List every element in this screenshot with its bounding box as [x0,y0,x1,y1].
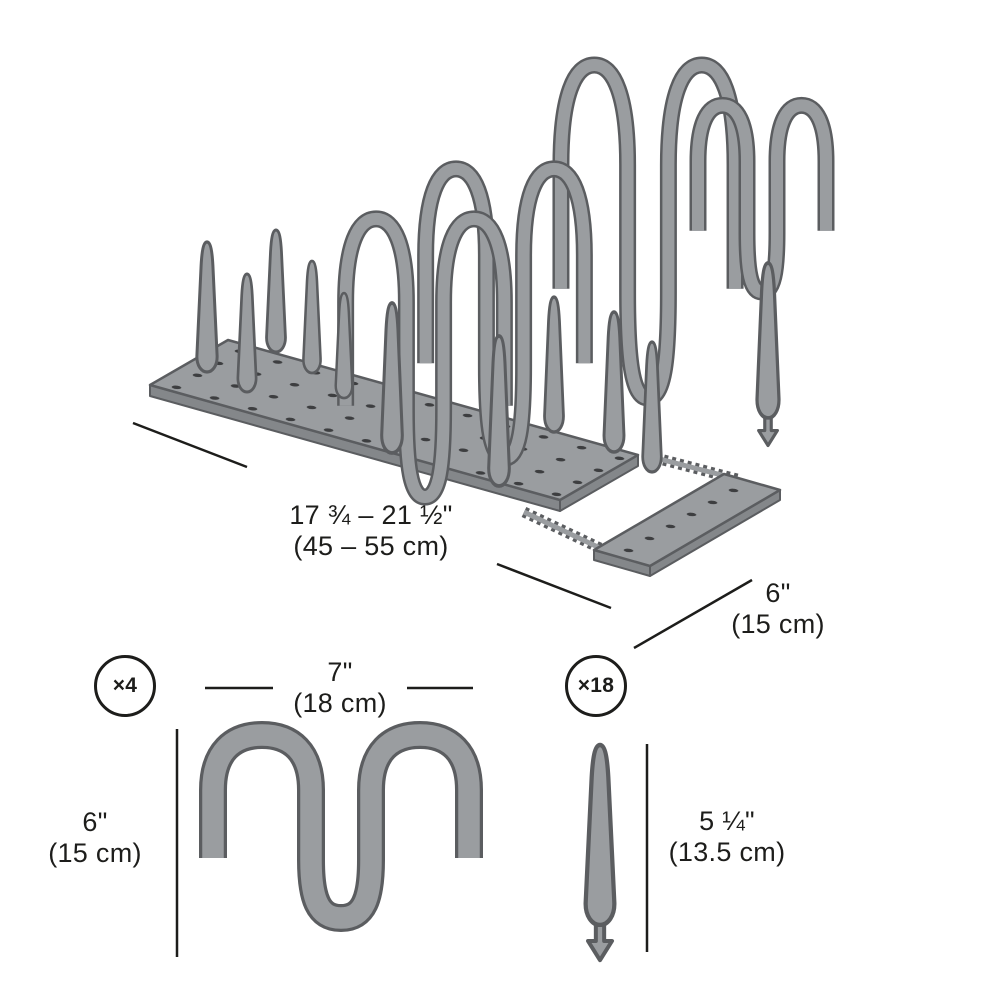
pin [486,334,512,488]
extension-peg-holes [594,474,780,566]
pin [334,291,354,400]
dimension-lines [132,421,753,957]
length-metric: (45 – 55 cm) [293,531,449,561]
divider-height-inches: 6" [82,807,108,837]
pin-snap-clip [757,416,779,448]
pin [755,261,781,420]
divider-detail-drawing [213,735,469,918]
divider-count: ×4 [112,674,138,697]
length-dimension-line-left [132,421,248,469]
pin-height-metric: (13.5 cm) [668,837,786,867]
rail-core-lower [522,509,604,552]
pin-detail-drawing [586,745,615,960]
divider-hook-body [698,105,826,292]
divider-hook-outline [213,735,469,918]
pin [265,228,287,354]
divider-hook-body [213,735,469,918]
rack-assembly [148,65,782,577]
pin [379,301,405,455]
pin-count-badge: ×18 [565,655,627,717]
divider-width-label: 7" (18 cm) [293,657,387,719]
width-metric: (15 cm) [731,609,825,639]
pin [542,295,566,434]
length-dimension-label: 17 ¾ – 21 ½" (45 – 55 cm) [289,500,452,562]
pin-height-label: 5 ¼" (13.5 cm) [669,806,786,868]
pin-snap-clip [588,925,612,960]
divider-height-metric: (15 cm) [48,838,142,868]
pin [236,272,258,394]
pin [586,745,615,925]
pin [641,340,663,474]
pin-count: ×18 [577,674,615,697]
divider-count-badge: ×4 [94,655,156,717]
detached-pin [755,261,781,448]
width-inches: 6" [765,578,791,608]
detached-divider [698,105,826,292]
pin [195,240,219,374]
pin [602,310,626,454]
width-dimension-line [633,578,753,650]
pin-height-inches: 5 ¼" [699,806,755,836]
divider-width-inches: 7" [327,657,353,687]
length-dimension-line-right [496,562,612,610]
length-inches: 17 ¾ – 21 ½" [289,500,453,530]
divider-height-label: 6" (15 cm) [48,807,142,869]
width-dimension-label: 6" (15 cm) [731,578,825,640]
pin [301,259,323,375]
divider-hook-outline [698,105,826,292]
rack-extension [592,472,782,577]
divider-width-metric: (18 cm) [293,688,387,718]
